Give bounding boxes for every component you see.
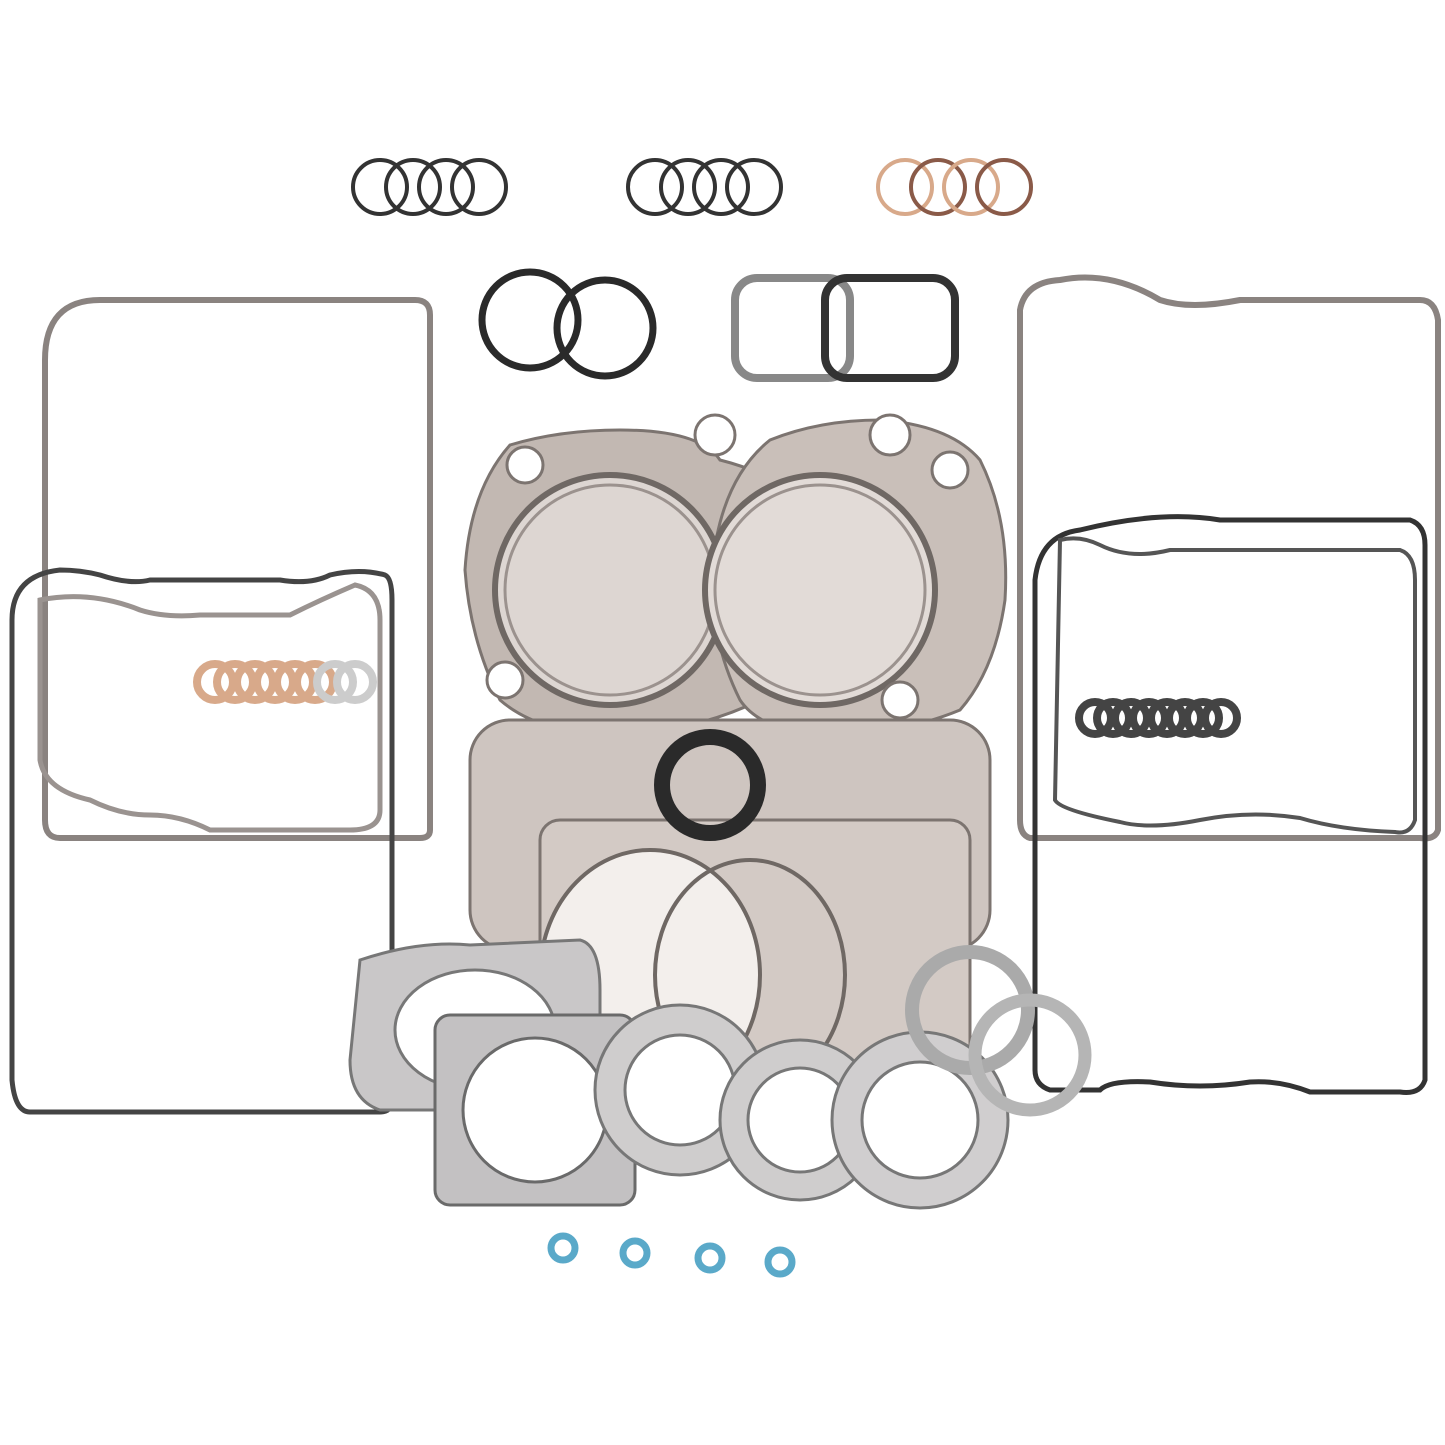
valve-stem-seal: [764, 1246, 796, 1278]
black-washer: [1201, 698, 1241, 738]
o-ring: [975, 158, 1033, 216]
rocker-cover-gasket-left-inner: [9, 567, 395, 1115]
o-ring: [384, 158, 442, 216]
fiber-gasket-2: [433, 1013, 637, 1207]
o-ring: [417, 158, 475, 216]
o-ring: [725, 158, 783, 216]
o-ring: [942, 158, 1000, 216]
large-o-ring: [553, 276, 657, 380]
square-seal: [821, 274, 959, 382]
o-ring: [626, 158, 684, 216]
o-ring: [909, 158, 967, 216]
large-o-ring: [478, 268, 582, 372]
washer-groups: [193, 660, 1241, 738]
blue-valve-seals: [547, 1232, 796, 1278]
head-gasket-right: [702, 413, 1008, 737]
valve-stem-seal: [619, 1237, 651, 1269]
exhaust-gasket-ring-2: [968, 993, 1092, 1117]
o-ring: [876, 158, 934, 216]
rubber-oil-seal: [654, 729, 766, 841]
fiber-gasket-5: [830, 1030, 1010, 1210]
o-ring-group-top: [351, 158, 1033, 382]
rocker-cover-gasket-right-mid: [1052, 536, 1417, 835]
copper-washer: [313, 660, 357, 704]
rocker-cover-gasket-left-outer: [42, 297, 433, 841]
o-ring: [692, 158, 750, 216]
o-ring: [351, 158, 409, 216]
rocker-cover-gasket-left-mid: [37, 582, 383, 833]
copper-washer: [333, 660, 377, 704]
valve-stem-seal: [547, 1232, 579, 1264]
o-ring: [659, 158, 717, 216]
rocker-cover-gasket-right-inner: [1032, 514, 1428, 1095]
black-washer: [1183, 698, 1223, 738]
valve-stem-seal: [694, 1242, 726, 1274]
rocker-cover-gasket-right-outer: [1017, 274, 1441, 842]
o-ring: [450, 158, 508, 216]
square-seal: [731, 274, 854, 382]
